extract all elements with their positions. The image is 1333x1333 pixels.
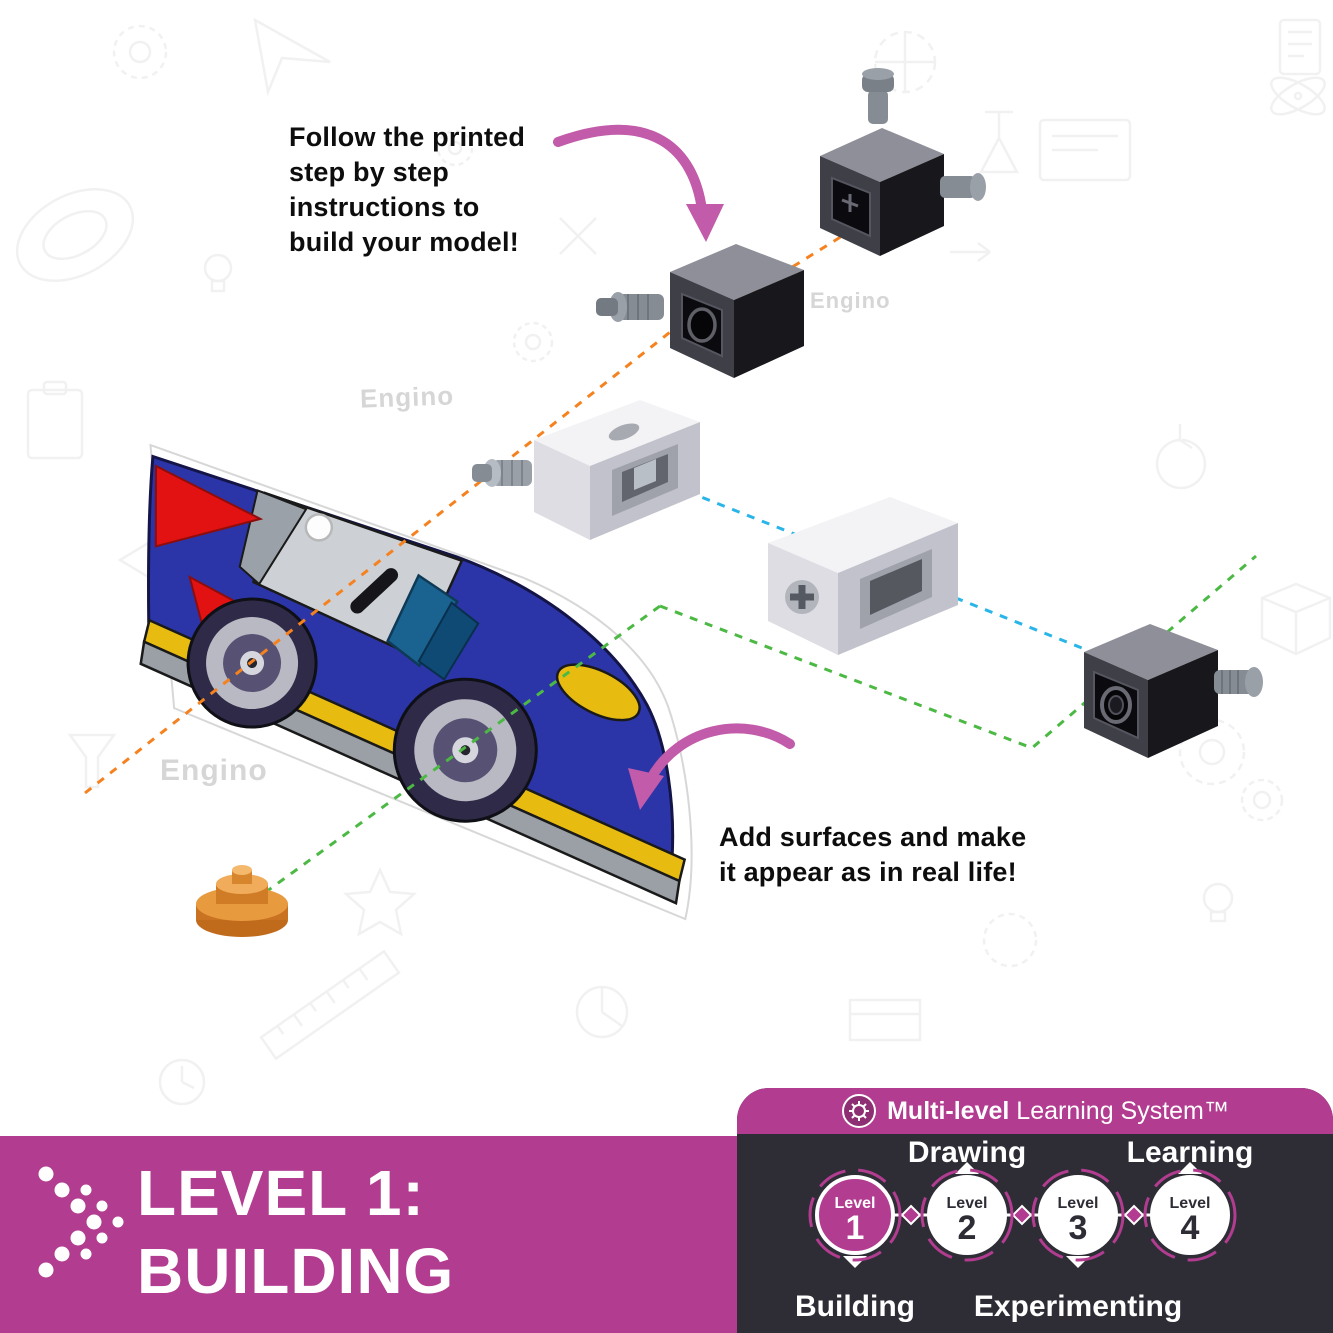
level-track: Drawing Learning Building Experimenting … — [795, 1136, 1253, 1323]
headlight-decal — [555, 663, 641, 722]
dark-cube-block-top — [820, 68, 986, 256]
level-circle-4: Level 4 — [1143, 1168, 1237, 1262]
silver-block-right — [768, 497, 958, 655]
label-building: Building — [795, 1290, 915, 1323]
level-banner: LEVEL 1: BUILDING — [0, 1136, 737, 1333]
green-dashed-line-2 — [659, 554, 1257, 750]
level-word: Level — [1170, 1195, 1211, 1212]
instruction-note-bottom: Add surfaces and make it appear as in re… — [719, 822, 1027, 887]
level-word: Level — [947, 1195, 988, 1212]
dark-cube-block-mid — [596, 244, 804, 378]
silver-block-left — [472, 400, 700, 540]
level-circle-3: Level 3 — [1031, 1168, 1125, 1262]
learning-system-panel: Multi-level Learning System™ Drawing Lea… — [737, 1088, 1333, 1333]
level-banner-line2: BUILDING — [137, 1235, 455, 1307]
level-number: 3 — [1069, 1209, 1088, 1247]
level-word: Level — [1058, 1195, 1099, 1212]
pink-arrow-bottom — [628, 723, 795, 810]
label-experimenting: Experimenting — [974, 1290, 1182, 1323]
level-banner-title: LEVEL 1: BUILDING — [137, 1154, 454, 1310]
learning-system-title: Multi-level Learning System™ — [887, 1097, 1229, 1126]
level-banner-line1: LEVEL 1: — [137, 1157, 425, 1229]
dark-cube-block-right — [1084, 624, 1263, 758]
level-number: 4 — [1181, 1209, 1200, 1247]
orange-pulley-part — [196, 865, 288, 937]
chevron-dots-icon — [38, 1166, 124, 1278]
title-bold: Multi-level — [887, 1096, 1010, 1125]
instruction-note-top: Follow the printed step by step instruct… — [289, 122, 526, 257]
green-dashed-line — [251, 604, 661, 904]
cyan-dashed-line — [627, 466, 1093, 654]
race-car-sticker — [139, 443, 693, 921]
gear-badge-icon — [842, 1094, 877, 1128]
level-number: 1 — [846, 1209, 865, 1247]
sticker-hole — [304, 513, 334, 542]
level-word: Level — [835, 1195, 876, 1212]
level-circle-2: Level 2 — [920, 1168, 1014, 1262]
level-number: 2 — [958, 1209, 977, 1247]
steering-wheel — [350, 568, 399, 614]
title-rest: Learning System™ — [1009, 1096, 1229, 1125]
pink-arrow-top — [553, 124, 724, 242]
engino-watermark: Engino — [160, 754, 268, 787]
learning-system-header: Multi-level Learning System™ — [737, 1088, 1333, 1134]
engino-watermark: Engino — [810, 288, 891, 313]
level-circle-1: Level 1 — [808, 1168, 902, 1262]
